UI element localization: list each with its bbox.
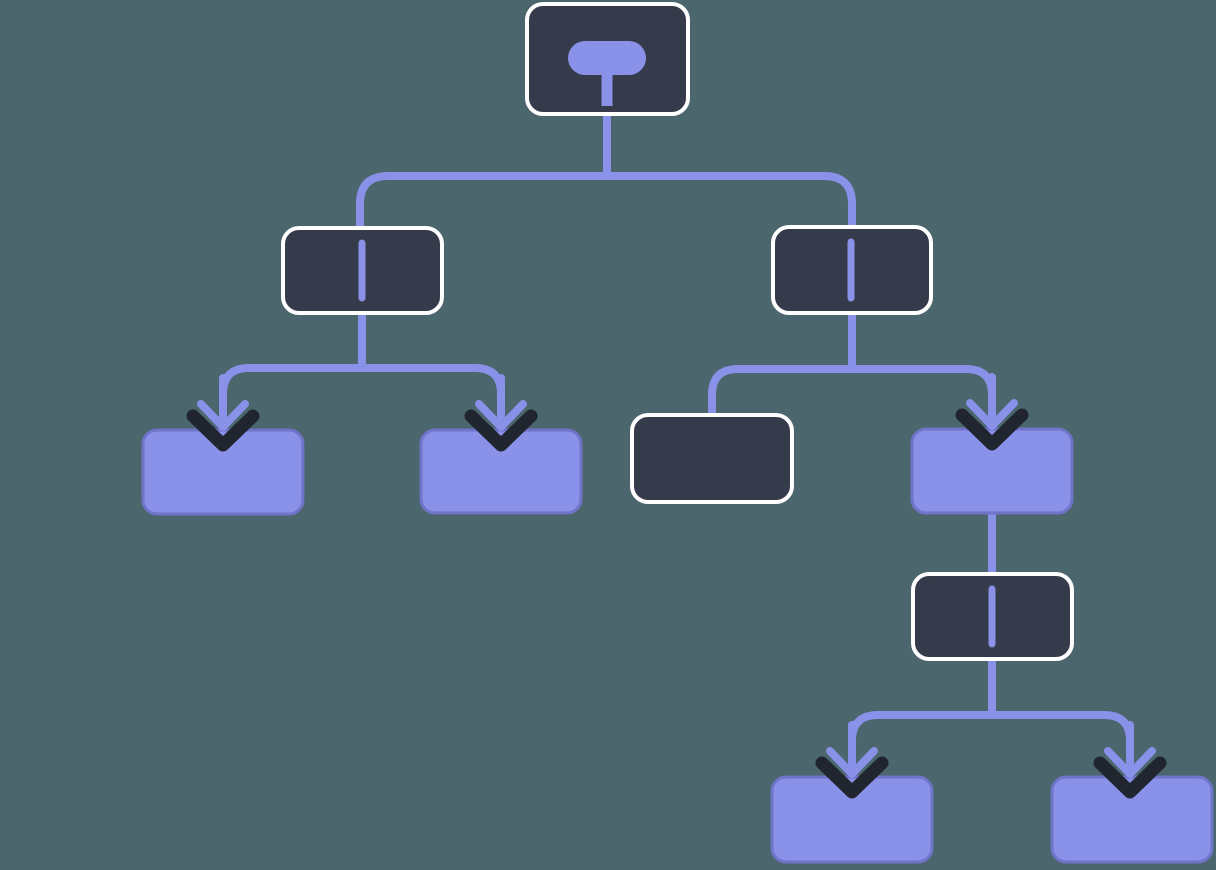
node-branch-lower[interactable] <box>911 572 1074 661</box>
chevron-down-icon <box>186 409 260 452</box>
connector-left-bus <box>219 364 505 403</box>
root-pill-icon <box>568 41 646 106</box>
node-branch-left[interactable] <box>281 226 444 315</box>
drop-arrow-backs <box>186 408 1167 799</box>
chevron-down-icon <box>464 409 538 452</box>
connector-level1-bus <box>356 172 856 229</box>
arrow-down-icon <box>826 721 878 778</box>
connector-right-bus <box>708 365 996 416</box>
arrow-down-icon <box>197 374 249 431</box>
node-leaf-right-dark[interactable] <box>630 413 794 504</box>
chevron-down-icon <box>815 756 889 799</box>
drop-arrow-fronts <box>197 373 1156 778</box>
nodes <box>141 2 1214 864</box>
node-branch-right[interactable] <box>771 225 933 315</box>
connector-bottom-bus <box>848 711 1134 750</box>
arrow-down-icon <box>1104 721 1156 778</box>
arrow-down-icon <box>966 373 1018 430</box>
chevron-down-icon <box>1093 756 1167 799</box>
chevron-down-icon <box>955 408 1029 451</box>
arrow-down-icon <box>475 374 527 431</box>
node-root[interactable] <box>525 2 690 116</box>
